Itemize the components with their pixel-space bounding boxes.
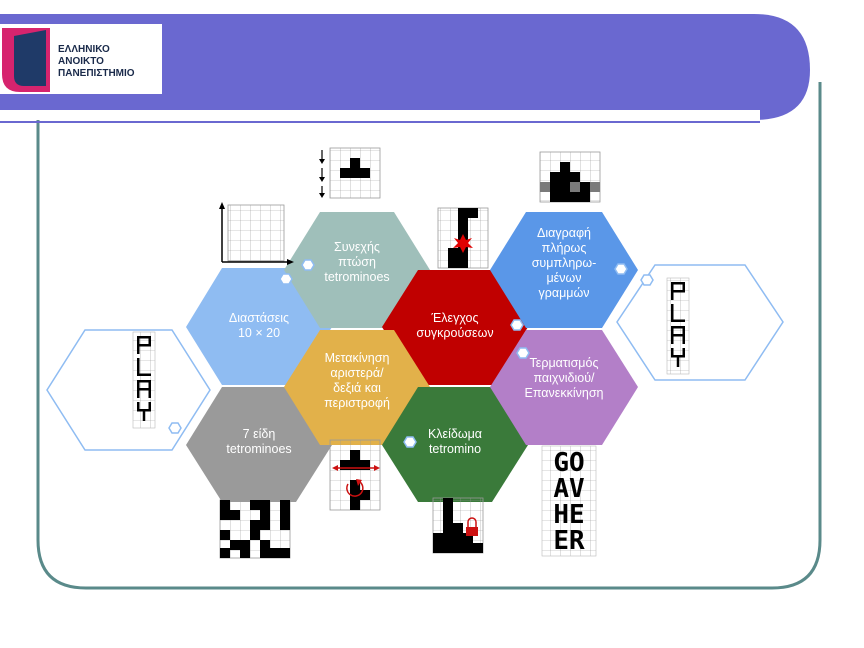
hex-diastaseis-line-2: 10 × 20 <box>238 326 280 340</box>
game-over-row-3: HE <box>553 500 584 530</box>
play-hexagon-right <box>616 264 784 381</box>
hex-termatismos-line-2: παιχνιδιού/ <box>533 371 595 385</box>
hex-kleidoma-line-1: Κλείδωμα <box>428 427 482 441</box>
hex-diagrafi-line-4: μένων <box>546 271 581 285</box>
play-word-left <box>132 331 156 429</box>
connector-3 <box>510 319 524 331</box>
move-rotate-illustration <box>329 439 381 511</box>
hex-termatismos-line-3: Επανεκκίνηση <box>525 386 604 400</box>
connector-8 <box>516 347 530 359</box>
header-white-strip <box>0 110 760 120</box>
header-band <box>0 14 810 120</box>
hex-elegxos-line-1: Έλεγχος <box>430 311 478 325</box>
connector-2 <box>301 259 315 271</box>
hex-diagrafi-line-3: συμπληρω- <box>532 256 597 270</box>
hex-ptosi-line-2: πτώση <box>338 255 376 269</box>
connector-hexagons <box>168 259 654 448</box>
logo-line-1: ΕΛΛΗΝΙΚΟ <box>58 44 110 55</box>
falling-tetromino-illustration <box>319 147 381 199</box>
hex-termatismos-line-1: Τερματισμός <box>530 356 599 370</box>
slide-frame <box>36 82 822 590</box>
logo-line-2: ΑΝΟΙΚΤΟ <box>58 56 104 67</box>
seven-tetrominoes-illustration <box>219 499 291 559</box>
hex-metakinisi-line-1: Μετακίνηση <box>325 351 390 365</box>
hex-metakinisi-line-2: αριστερά/ <box>330 366 384 380</box>
hex-elegxos-line-2: συγκρούσεων <box>416 326 493 340</box>
play-hexagon-left <box>46 329 211 451</box>
connector-6 <box>168 422 182 434</box>
hex-diagrafi-line-2: πλήρως <box>542 241 587 255</box>
hex-eidi-line-1: 7 είδη <box>243 427 276 441</box>
connector-7 <box>403 436 417 448</box>
logo-line-3: ΠΑΝΕΠΙΣΤΗΜΙΟ <box>58 68 135 79</box>
lock-illustration <box>432 497 484 554</box>
hex-metakinisi-line-4: περιστροφή <box>324 396 390 410</box>
collision-burst <box>453 234 473 253</box>
hex-eidi-line-2: tetrominoes <box>226 442 291 456</box>
hex-diagrafi-line-1: Διαγραφή <box>537 226 591 240</box>
collision-illustration <box>437 207 489 269</box>
game-over-row-2: AV <box>553 474 584 504</box>
lock-icon <box>466 517 478 536</box>
game-over-row-4: ER <box>553 526 585 556</box>
line-clear-illustration <box>539 151 601 203</box>
header-underline <box>0 121 760 123</box>
hex-kleidoma-line-2: tetromino <box>429 442 481 456</box>
play-word-right <box>666 277 690 375</box>
connector-4 <box>614 263 628 275</box>
grid-axes-illustration <box>219 202 294 265</box>
game-over-row-1: GO <box>553 448 584 478</box>
hex-metakinisi-line-3: δεξιά και <box>333 381 381 395</box>
connector-1 <box>279 273 293 285</box>
game-over-word: GO AV HE ER <box>541 445 597 557</box>
hex-diastaseis-line-1: Διαστάσεις <box>229 311 289 325</box>
hex-ptosi-line-3: tetrominoes <box>324 270 389 284</box>
logo-mark-blue <box>14 30 46 86</box>
university-logo: ΕΛΛΗΝΙΚΟ ΑΝΟΙΚΤΟ ΠΑΝΕΠΙΣΤΗΜΙΟ <box>0 24 162 94</box>
hex-ptosi-line-1: Συνεχής <box>334 240 380 254</box>
hex-diagrafi-line-5: γραμμών <box>538 286 589 300</box>
connector-5 <box>640 274 654 286</box>
